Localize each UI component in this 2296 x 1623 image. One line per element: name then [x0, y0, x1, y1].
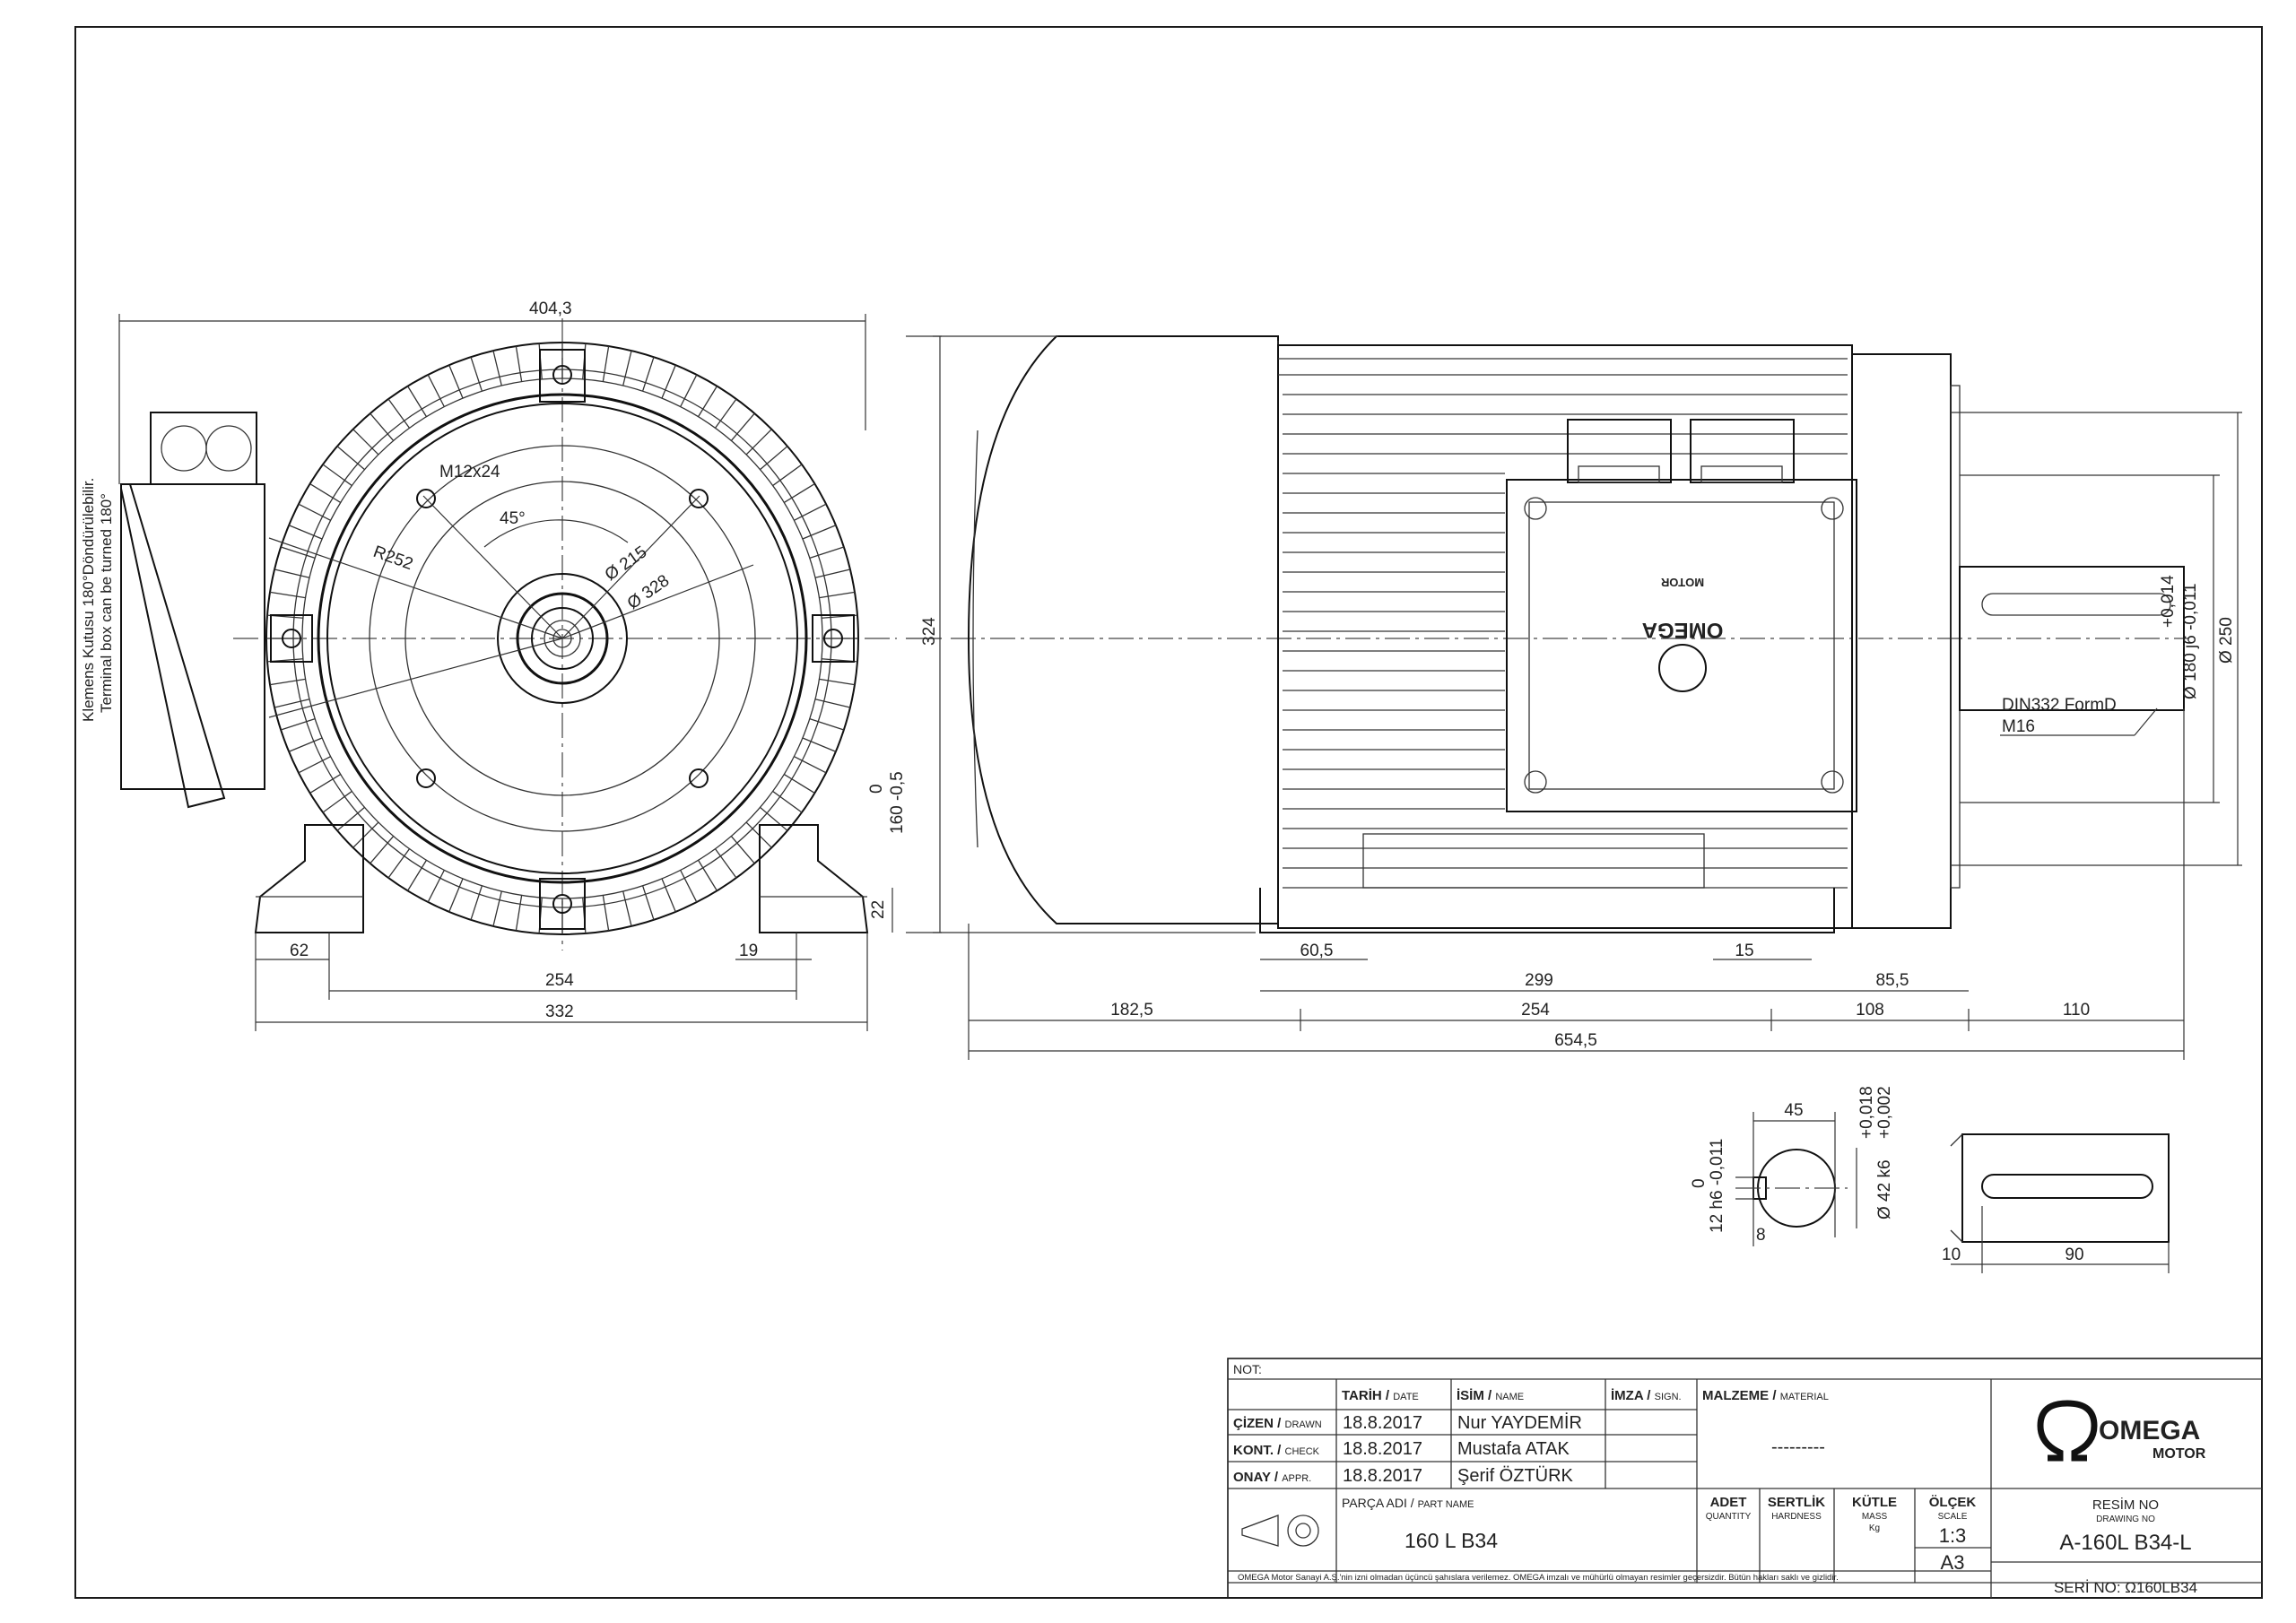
- dim-tol-bottom: +0,002: [1875, 1086, 1894, 1139]
- hard-label: SERTLİK: [1768, 1495, 1825, 1510]
- fan-cover: [967, 335, 1279, 924]
- mass-unit: Kg: [1869, 1523, 1880, 1533]
- dim-key-zero: 0: [1690, 1178, 1709, 1188]
- flange-bolt-holes: [416, 489, 709, 788]
- serial-no: SERİ NO: Ω160LB34: [2054, 1579, 2197, 1596]
- logo-main-text: OMEGA: [2099, 1416, 2200, 1445]
- dim-15: 15: [1735, 942, 1753, 960]
- col-name: İSİM / NAME: [1457, 1388, 1524, 1403]
- projection-symbol-icon: [1241, 1515, 1319, 1547]
- dim-60-5: 60,5: [1300, 942, 1334, 960]
- drawing-no-label: RESİM NO: [2092, 1497, 2159, 1513]
- note-label: NOT:: [1233, 1362, 1262, 1376]
- row-drawn-name: Nur YAYDEMİR: [1457, 1412, 1582, 1433]
- dim-tol-minus: Ø 180 j6 -0,011: [2181, 583, 2200, 699]
- hard-label-en: HARDNESS: [1771, 1512, 1822, 1522]
- side-fins: [1283, 394, 1848, 889]
- dim-width-total: 404,3: [529, 299, 572, 318]
- side-view: OMEGA MOTOR 60,5 299 15 85,5 182,5 254 1…: [933, 335, 2242, 1060]
- dim-key-tol: 12 h6 -0,011: [1708, 1139, 1726, 1233]
- shaft-side: [1959, 566, 2185, 711]
- part-name-label: PARÇA ADI / PART NAME: [1342, 1496, 1474, 1510]
- scale-label: ÖLÇEK: [1929, 1495, 1977, 1510]
- row-check-name: Mustafa ATAK: [1457, 1439, 1570, 1459]
- col-date: TARİH / DATE: [1342, 1388, 1419, 1403]
- dim-45: 45: [1784, 1101, 1803, 1120]
- scale-label-en: SCALE: [1938, 1512, 1968, 1522]
- footer-note: OMEGA Motor Sanayi A.Ş.'nin izni olmadan…: [1238, 1573, 1839, 1583]
- shaft-section-view: 45 +0,018 +0,002 Ø 42 k6 0 12 h6 -0,011 …: [1690, 1086, 1894, 1246]
- row-drawn-role: ÇİZEN / DRAWN: [1233, 1416, 1322, 1431]
- omega-logo: OMEGA MOTOR: [2037, 1400, 2206, 1462]
- logo-sub-text: MOTOR: [2152, 1446, 2206, 1462]
- row-appr-name: Şerif ÖZTÜRK: [1457, 1466, 1574, 1486]
- shaft-side-view: 10 90: [1942, 1133, 2170, 1273]
- title-block: NOT: TARİH / DATE İSİM / NAME İMZA / SIG…: [1227, 1358, 2263, 1599]
- dim-tol-plus: +0,014: [2159, 575, 2178, 628]
- motor-frame: [1277, 344, 1853, 929]
- dim-height: 324: [920, 617, 939, 646]
- dim-dia-42: Ø 42 k6: [1875, 1159, 1894, 1219]
- terminal-box-side: [1506, 479, 1857, 812]
- row-check-role: KONT. / CHECK: [1233, 1443, 1320, 1458]
- side-logo-sub: MOTOR: [1660, 576, 1704, 589]
- qty-label-en: QUANTITY: [1706, 1512, 1752, 1522]
- dim-key-depth: 8: [1756, 1226, 1766, 1245]
- side-logo-main: OMEGA: [1642, 618, 1724, 642]
- drawing-no-label-en: DRAWING NO: [2096, 1515, 2155, 1524]
- col-sign: İMZA / SIGN.: [1611, 1388, 1682, 1403]
- part-name-value: 160 L B34: [1405, 1529, 1498, 1552]
- fixing-lugs: [270, 349, 855, 930]
- terminal-box: [120, 412, 265, 809]
- front-fins: [266, 343, 858, 934]
- dim-250: Ø 250: [2217, 617, 2236, 664]
- dim-foot-left: 62: [290, 942, 309, 960]
- din-note-1: DIN332 FormD: [2002, 696, 2117, 715]
- flange-ring: [317, 393, 808, 884]
- dim-90: 90: [2065, 1245, 2083, 1264]
- dim-299: 299: [1525, 971, 1553, 990]
- dim-10: 10: [1942, 1245, 1961, 1264]
- paper-size: A3: [1941, 1551, 1965, 1574]
- dim-foot-spacing: 254: [545, 971, 574, 990]
- mass-label-en: MASS: [1862, 1512, 1888, 1522]
- dim-foot-thk: 22: [869, 900, 888, 919]
- dim-tol-top: +0,018: [1857, 1086, 1876, 1139]
- din-note-2: M16: [2002, 717, 2035, 736]
- flange-side: [1851, 353, 1952, 929]
- material-label: MALZEME / MATERIAL: [1702, 1388, 1829, 1403]
- row-appr-role: ONAY / APPR.: [1233, 1470, 1311, 1485]
- mass-label: KÜTLE: [1852, 1495, 1897, 1510]
- dim-flange-thread: M12x24: [439, 463, 500, 482]
- terminal-note-tr: Klemens Kutusu 180°Döndürülebilir.: [80, 478, 97, 722]
- dim-108: 108: [1856, 1001, 1884, 1020]
- dim-angle: 45°: [500, 509, 526, 528]
- dim-shaft-height-tol: 160 -0,5: [888, 771, 907, 834]
- dim-foot-hole: 19: [739, 942, 758, 960]
- drawing-no: A-160L B34-L: [2059, 1531, 2191, 1555]
- row-appr-date: 18.8.2017: [1343, 1466, 1422, 1486]
- dim-foot-width: 332: [545, 1002, 574, 1021]
- dim-pcd: Ø 215: [602, 542, 650, 585]
- sheet-border: [74, 26, 2263, 1599]
- qty-label: ADET: [1710, 1495, 1747, 1510]
- dim-110: 110: [2063, 1001, 2090, 1020]
- dim-flange-dia: Ø 328: [624, 571, 673, 613]
- dim-85-5: 85,5: [1876, 971, 1909, 990]
- dim-shaft-height-zero: 0: [867, 784, 886, 794]
- material-value: ---------: [1771, 1437, 1825, 1457]
- dim-182-5: 182,5: [1110, 1001, 1153, 1020]
- dim-254-side: 254: [1521, 1001, 1550, 1020]
- scale-value: 1:3: [1939, 1524, 1967, 1547]
- terminal-note-en: Terminal box can be turned 180°: [98, 493, 115, 713]
- row-drawn-date: 18.8.2017: [1343, 1413, 1422, 1433]
- dim-654-5: 654,5: [1554, 1031, 1597, 1050]
- front-view: 404,3 M12x24 45° R252 Ø 215 Ø 328 324 0 …: [80, 299, 942, 1031]
- row-check-date: 18.8.2017: [1343, 1439, 1422, 1459]
